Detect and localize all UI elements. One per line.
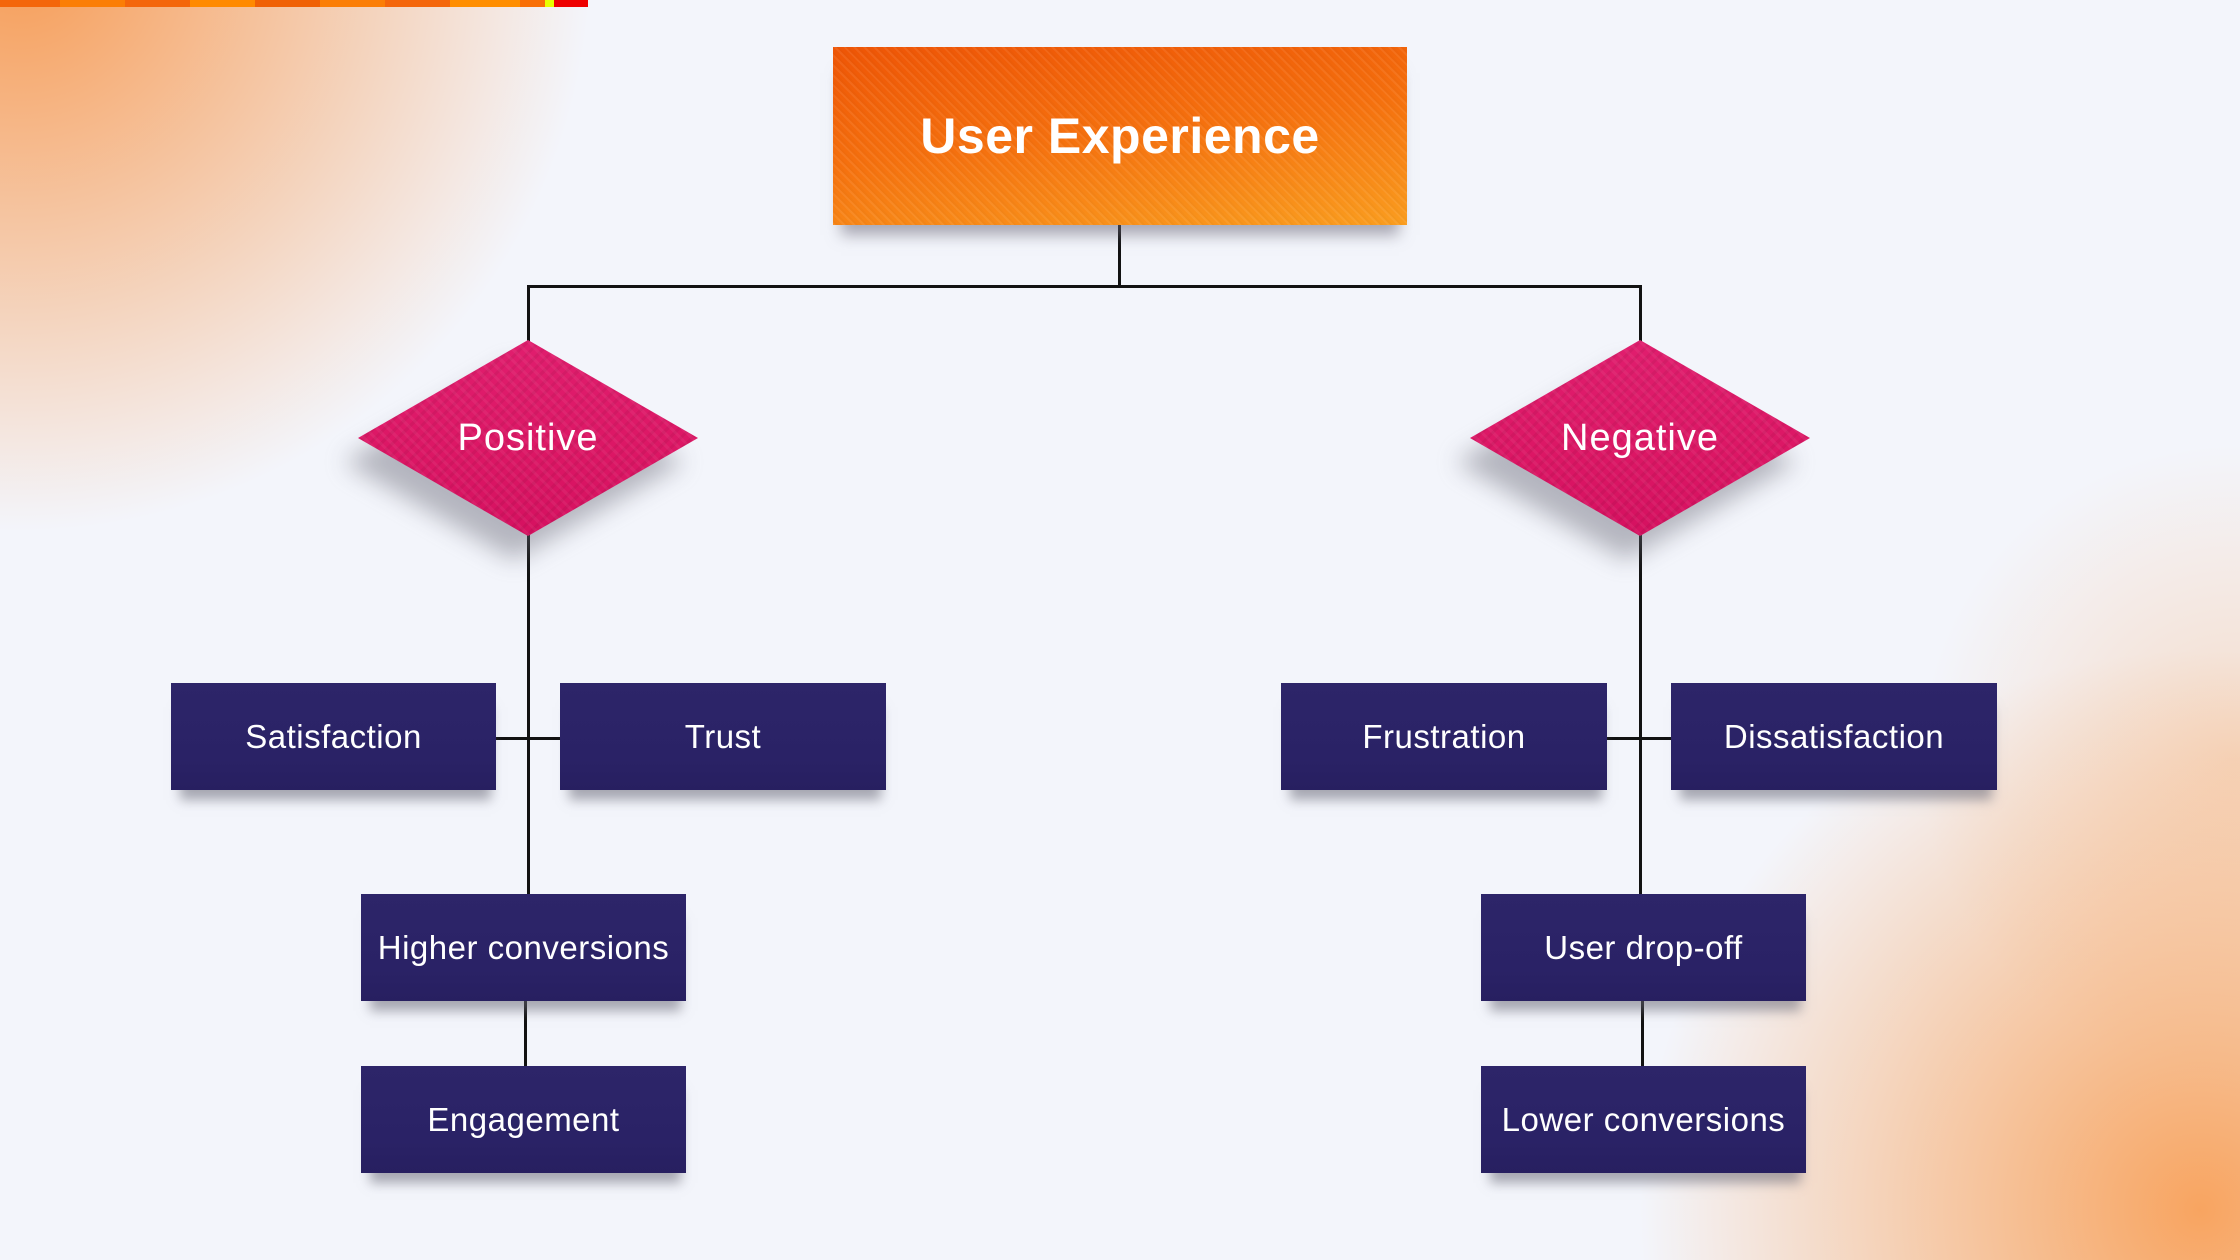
node-label: Trust [684,717,762,755]
node-label: User Experience [920,108,1320,164]
connector-line [1607,737,1671,740]
node-label: Engagement [427,1100,620,1138]
node-user-drop-off[interactable]: User drop-off [1481,894,1806,1001]
node-satisfaction[interactable]: Satisfaction [171,683,496,790]
connector-line [524,1001,527,1066]
node-higher-conversions[interactable]: Higher conversions [361,894,686,1001]
node-frustration[interactable]: Frustration [1281,683,1607,790]
connector-line [527,285,530,347]
node-user-experience[interactable]: User Experience [833,47,1407,225]
node-lower-conversions[interactable]: Lower conversions [1481,1066,1806,1173]
connector-line [1118,225,1121,287]
connector-line [527,534,530,894]
node-positive[interactable]: Positive [358,340,698,536]
diamond-shape: Negative [1470,340,1810,536]
diamond-shape: Positive [358,340,698,536]
node-label: Lower conversions [1501,1100,1786,1138]
node-label: Frustration [1362,717,1526,755]
connector-line [1639,285,1642,347]
node-label: Satisfaction [245,717,422,755]
connector-line [1641,1001,1644,1066]
node-dissatisfaction[interactable]: Dissatisfaction [1671,683,1997,790]
connector-line [527,285,1642,288]
node-engagement[interactable]: Engagement [361,1066,686,1173]
node-label: Positive [457,416,599,459]
connector-line [1639,534,1642,894]
node-label: User drop-off [1544,928,1743,966]
node-label: Dissatisfaction [1723,717,1945,755]
top-progress-bar [0,0,2240,7]
node-trust[interactable]: Trust [560,683,886,790]
node-negative[interactable]: Negative [1470,340,1810,536]
connector-line [496,737,560,740]
node-label: Negative [1561,416,1719,459]
node-label: Higher conversions [377,928,670,966]
